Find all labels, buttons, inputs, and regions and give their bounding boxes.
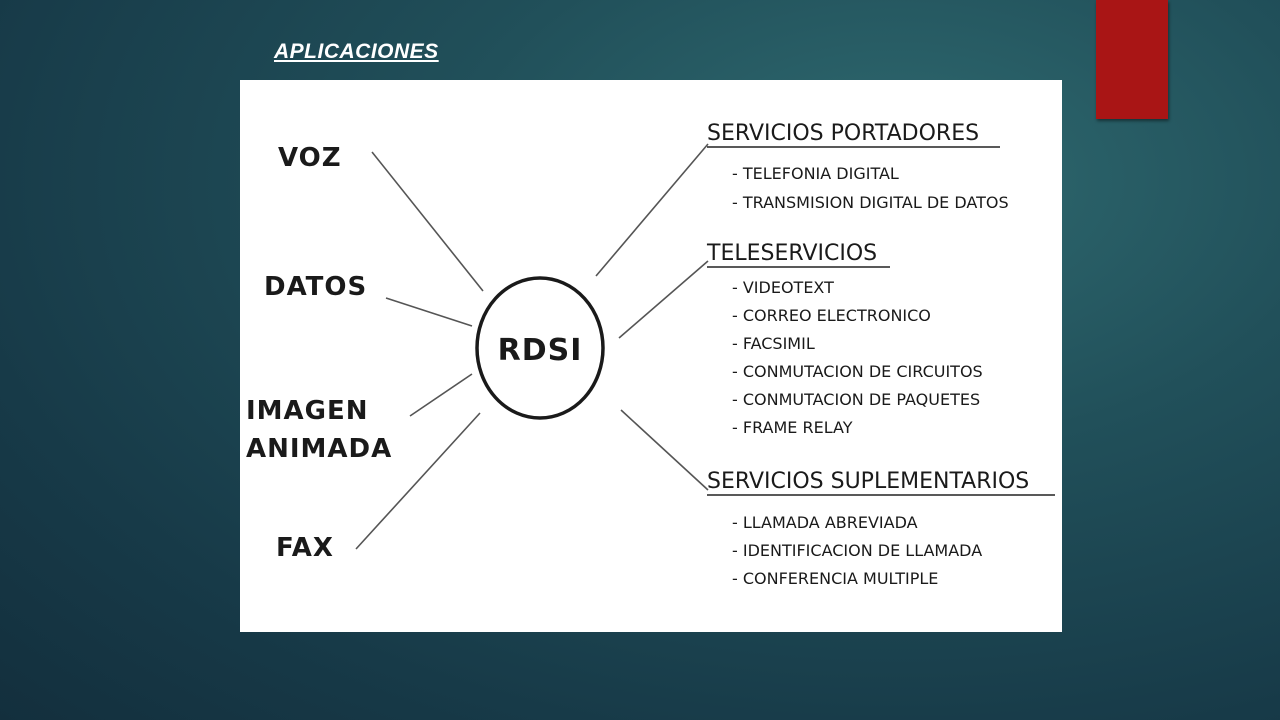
hub-label: RDSI (498, 333, 583, 368)
input-datos: DATOS (264, 272, 367, 302)
hub-ellipse (475, 276, 605, 420)
item-frame-relay: - FRAME RELAY (732, 418, 853, 437)
connector-fax (355, 412, 481, 550)
input-fax: FAX (276, 533, 334, 563)
item-conmutacion-paquetes: - CONMUTACION DE PAQUETES (732, 390, 980, 409)
connector-teleservicios (618, 260, 709, 339)
category-title-portadores: SERVICIOS PORTADORES (707, 121, 979, 146)
connector-portadores (595, 143, 709, 277)
item-facsimil: - FACSIMIL (732, 334, 815, 353)
item-transmision-digital: - TRANSMISION DIGITAL DE DATOS (732, 193, 1009, 212)
item-llamada-abreviada: - LLAMADA ABREVIADA (732, 513, 918, 532)
item-identificacion-llamada: - IDENTIFICACION DE LLAMADA (732, 541, 982, 560)
rdsi-diagram: RDSI VOZ DATOS IMAGEN ANIMADA FAX SERVIC… (240, 80, 1062, 632)
connector-imagen (409, 373, 473, 417)
item-telefonia-digital: - TELEFONIA DIGITAL (732, 164, 899, 183)
input-imagen: IMAGEN (246, 396, 369, 426)
item-conmutacion-circuitos: - CONMUTACION DE CIRCUITOS (732, 362, 983, 381)
item-conferencia-multiple: - CONFERENCIA MULTIPLE (732, 569, 938, 588)
category-title-suplementarios: SERVICIOS SUPLEMENTARIOS (707, 469, 1029, 494)
item-correo-electronico: - CORREO ELECTRONICO (732, 306, 931, 325)
category-title-teleservicios: TELESERVICIOS (706, 241, 877, 266)
red-accent-tab (1096, 0, 1168, 119)
slide-title: APLICACIONES (274, 40, 439, 63)
input-voz: VOZ (278, 143, 342, 173)
connector-voz (371, 151, 484, 292)
connector-datos (385, 297, 473, 327)
diagram-canvas: RDSI VOZ DATOS IMAGEN ANIMADA FAX SERVIC… (246, 121, 1055, 588)
input-animada: ANIMADA (246, 434, 392, 464)
item-videotext: - VIDEOTEXT (732, 278, 834, 297)
connector-suplementarios (620, 409, 709, 491)
